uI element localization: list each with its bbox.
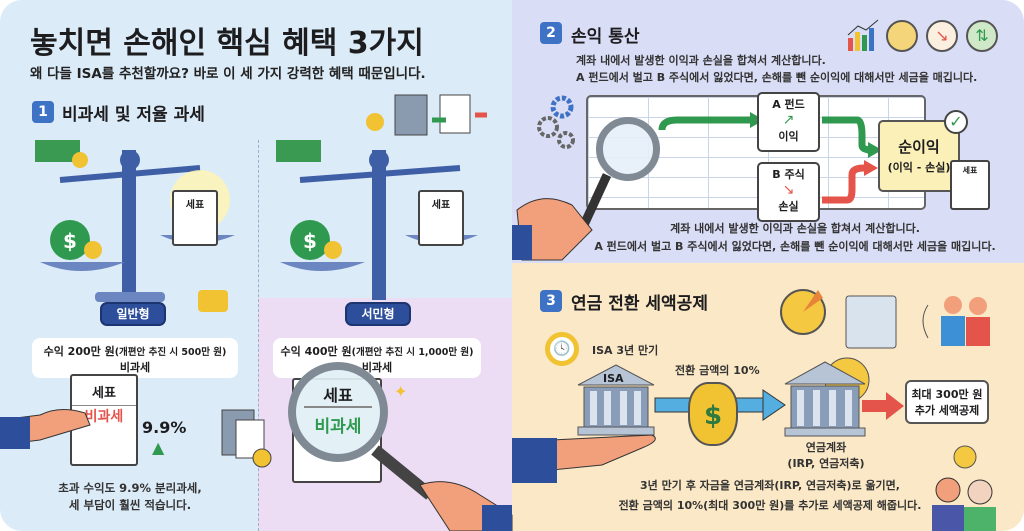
exchange-icon: ⇅ [966,20,998,52]
left-scale-doc: 세표 [172,190,218,246]
happy-couple-icon [932,445,996,531]
scale-icon: $ $ [35,94,487,312]
right-scale-doc: 세표 [418,190,464,246]
page-subtitle: 왜 다들 ISA를 추천할까요? 바로 이 세 가지 강력한 혜택 때문입니다. [30,66,426,82]
magnifier-icon: 세표 비과세 [288,362,388,462]
section1-footer: 초과 수익도 9.9% 분리과세,세 부담이 훨씬 적습니다. [58,481,202,512]
divider [258,140,259,531]
pension-bank-icon [784,357,870,437]
page-title: 놓치면 손해인 핵심 혜택 3가지 [30,26,424,61]
hand-magnifier-icon [512,173,612,261]
section2-description: 계좌 내에서 발생한 이익과 손실을 합쳐서 계산합니다.A 펀드에서 벌고 B… [576,54,978,84]
section2-title: 손익 통산 [571,27,640,47]
calculator-icon [221,409,272,468]
net-profit-card: 순이익 (이익 - 손실) [878,120,960,192]
low-income-benefit-box: 수익 400만 원(개편안 추진 시 1,000만 원) 비과세 [273,338,481,378]
conversion-label: 전환 금액의 10% [675,364,760,377]
money-bag-icon: $ [688,382,738,446]
section1-title: 비과세 및 저율 과세 [62,105,205,125]
section3-badge: 3 [540,290,562,312]
left-scale: $ [35,140,235,312]
type-general-label: 일반형 [100,302,166,326]
magnifier-icon [596,117,660,181]
isa-bank-label: ISA [603,372,624,385]
magnifier-handle [371,445,513,531]
general-benefit-box: 수익 200만 원(개편안 추진 시 500만 원) 비과세 [32,338,238,378]
rate-value: 9.9% [142,418,187,437]
red-arrow-icon [862,392,904,420]
svg-text:$: $ [63,229,77,253]
section3-footer: 3년 만기 후 자금을 연금계좌(IRP, 연금저축)로 옮기면,전환 금액의 … [618,479,922,512]
tax-document: 세표 [950,160,990,210]
clock-medal-icon: 🕓 [545,332,579,366]
hand-icon [0,409,91,449]
bank-icon [577,364,655,436]
bar-chart-icon [847,19,879,51]
up-arrow-icon: ▲ [152,438,165,457]
money-bag-icon [886,20,918,52]
section2-badge: 2 [540,22,562,44]
falling-chart-icon: ↘ [926,20,958,52]
rising-chart-icon: ↗ [782,112,795,128]
falling-chart-icon: ↘ [782,182,795,198]
section2-footer: 계좌 내에서 발생한 이익과 손실을 합쳐서 계산합니다.A 펀드에서 벌고 B… [594,222,996,253]
pension-account-label: 연금계좌(IRP, 연금저축) [787,441,865,470]
gear-icon [537,95,575,149]
svg-text:$: $ [303,229,317,253]
type-low-income-label: 서민형 [345,302,411,326]
stock-b-card: B 주식 ↘ 손실 [757,162,820,222]
right-scale: $ [276,94,487,300]
section3-title: 연금 전환 세액공제 [571,294,708,314]
savings-illustration [780,289,990,349]
tax-credit-result-box: 최대 300만 원 추가 세액공제 [905,380,989,424]
fund-a-card: A 펀드 ↗ 이익 [757,92,820,152]
check-icon: ✓ [944,110,968,134]
sparkle-icon: ✦ [394,382,408,401]
maturity-label: ISA 3년 만기 [592,344,659,357]
open-hand-icon [512,434,656,483]
section1-badge: 1 [32,101,54,123]
